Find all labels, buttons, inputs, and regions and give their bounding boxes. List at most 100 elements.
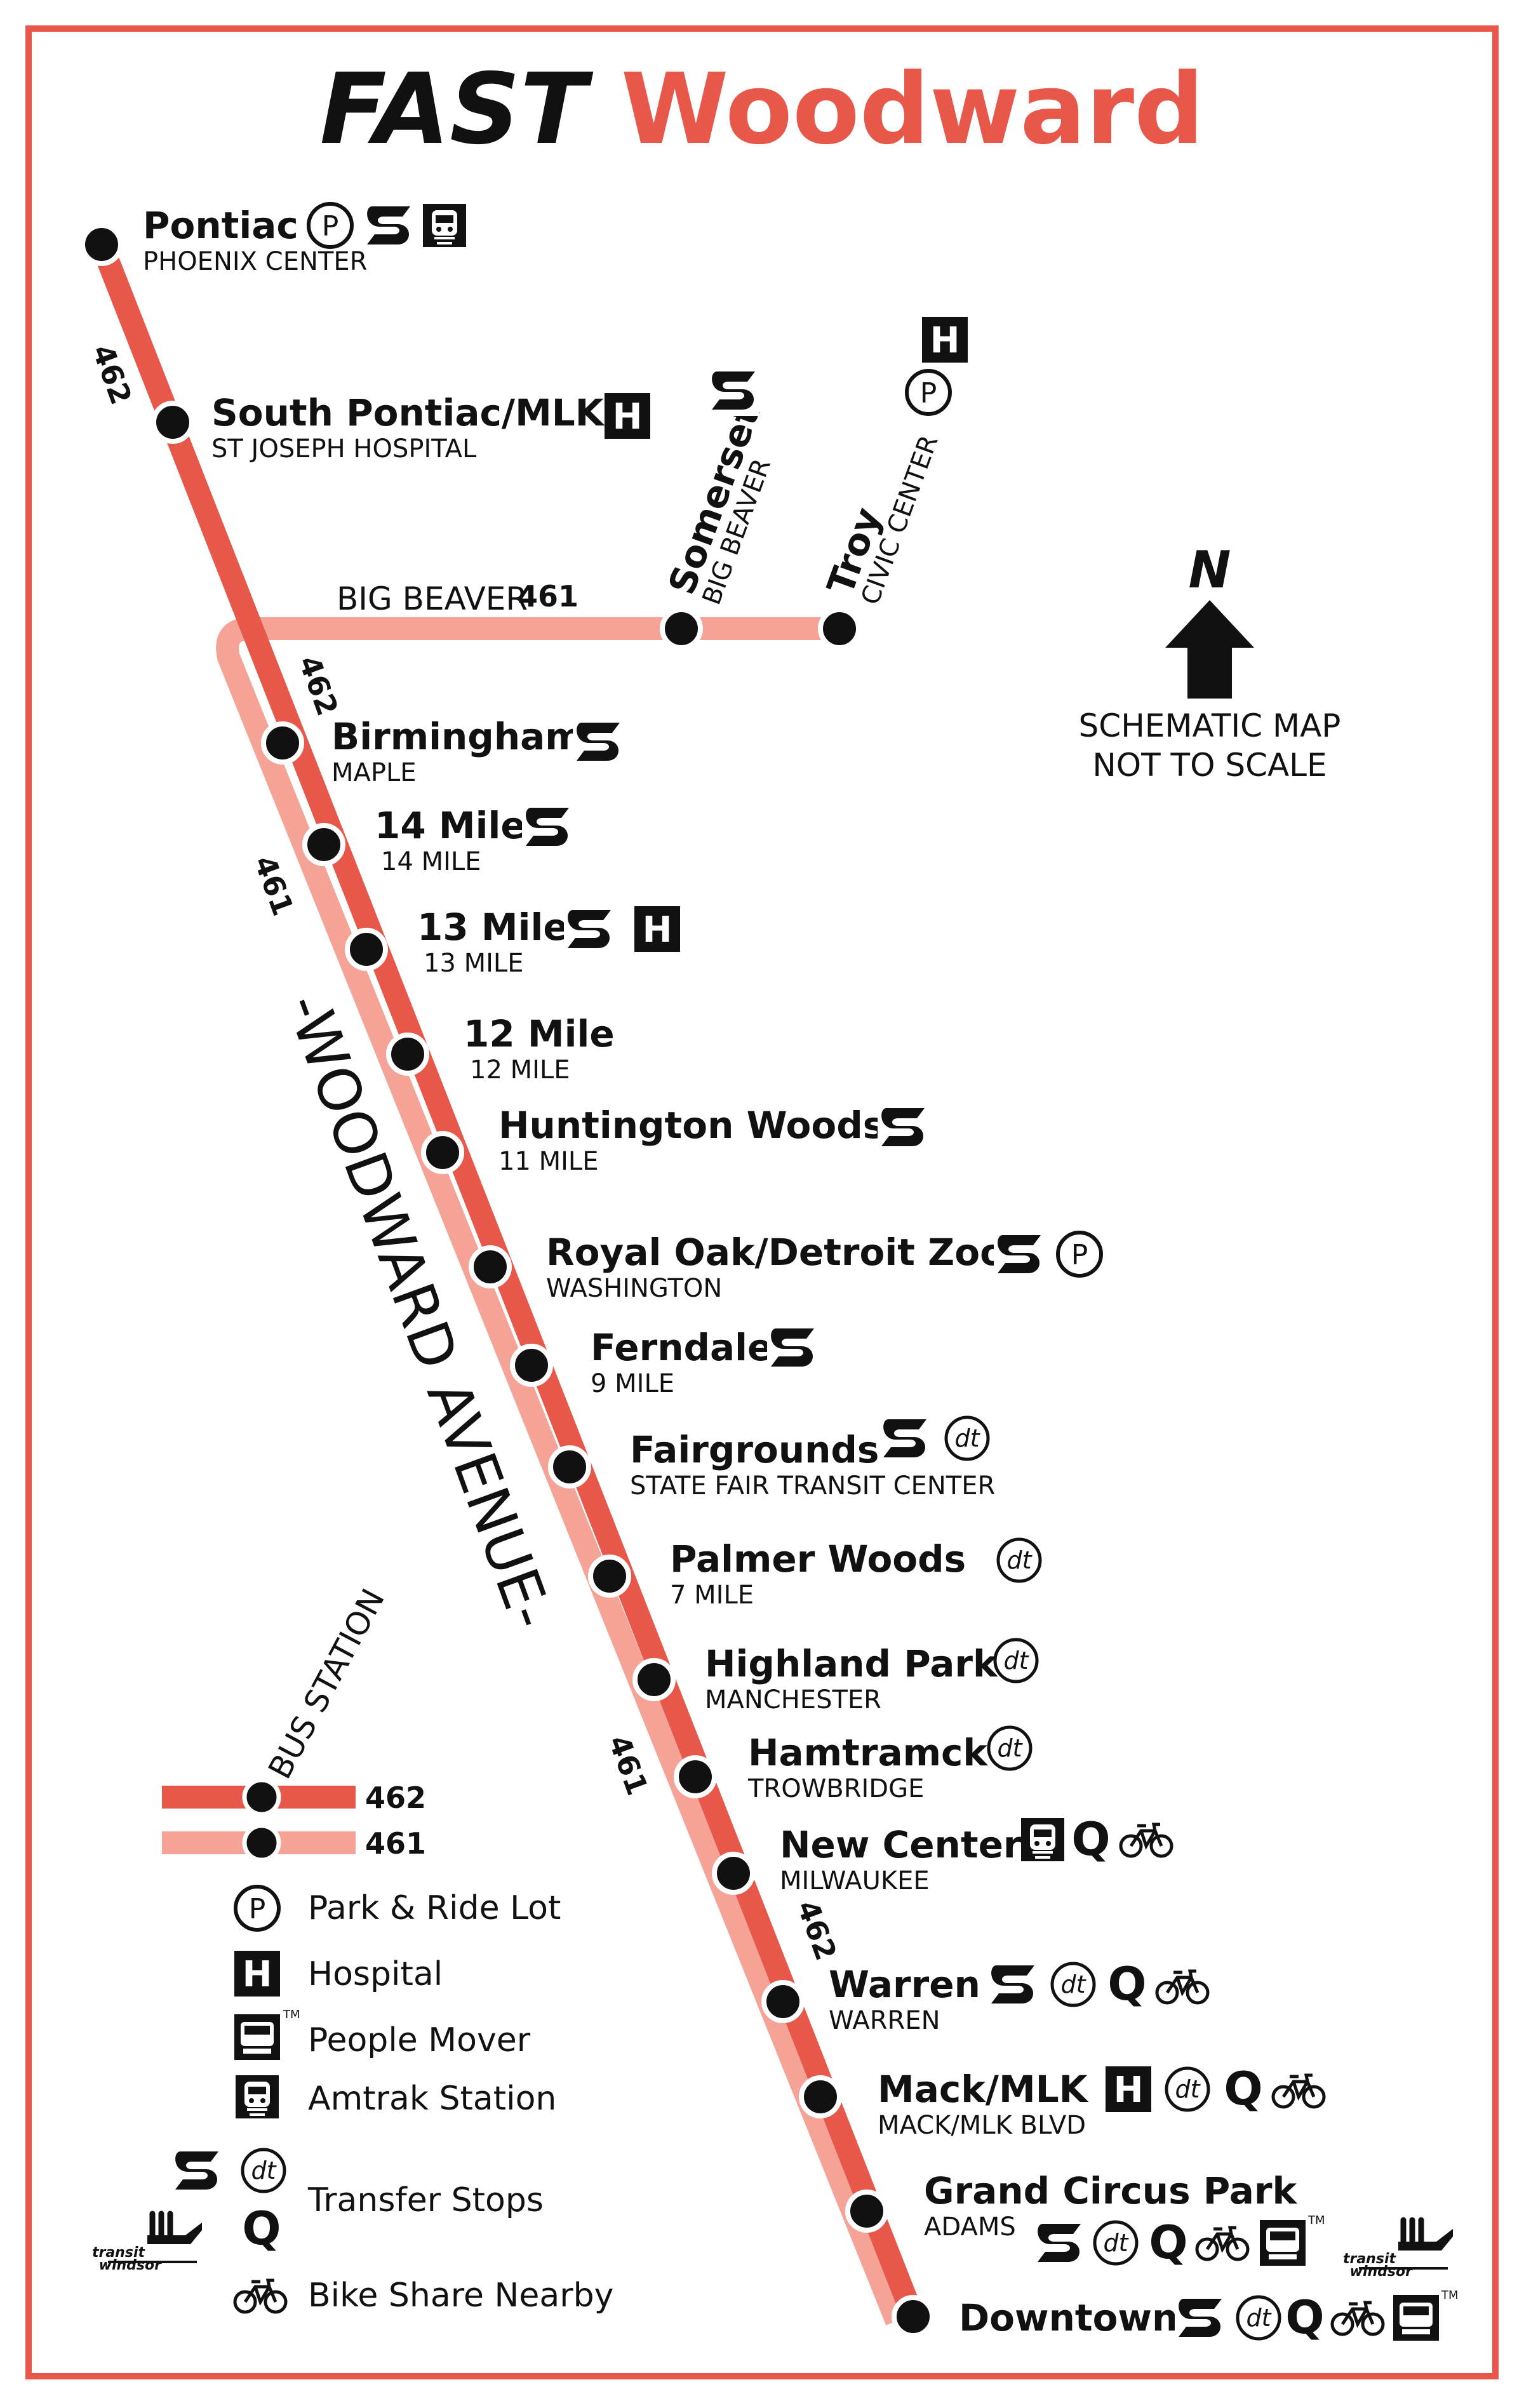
- qline-icon: [1071, 1812, 1111, 1866]
- legend-bike-share-text: Bike Share Nearby: [308, 2277, 613, 2315]
- legend-462-text: 462: [365, 1781, 426, 1815]
- station-stop: [421, 1131, 464, 1174]
- ddot-transfer-icon: [1095, 2222, 1137, 2264]
- smart-transfer-icon: [564, 904, 615, 954]
- station-stop: [818, 607, 861, 650]
- smart-transfer-icon: [878, 1102, 928, 1153]
- legend-bus-station-label: BUS STATION: [261, 1583, 392, 1785]
- station-stop: [761, 1980, 805, 2023]
- ddot-transfer-icon: [1166, 2068, 1208, 2110]
- legend-people-mover-text: People Mover: [308, 2021, 531, 2059]
- station-subname: 7 MILE: [670, 1581, 754, 1610]
- legend-462-stop: [242, 1777, 281, 1817]
- park-ride-icon: [236, 1887, 279, 1930]
- transit-windsor-icon: [92, 2214, 202, 2273]
- amtrak-icon: [234, 2074, 280, 2120]
- station-stop: [386, 1033, 429, 1076]
- ddot-transfer-icon: [1052, 1963, 1094, 2005]
- trademark-mark: TM: [1441, 2289, 1459, 2302]
- station-name: South Pontiac/MLK: [211, 391, 605, 434]
- station-subname: 13 MILE: [424, 949, 523, 978]
- people-mover-icon: [1260, 2220, 1306, 2266]
- smart-transfer-icon: [708, 365, 759, 416]
- north-letter: N: [1189, 540, 1231, 599]
- station-stop: [799, 2075, 842, 2118]
- bike-share-icon: [1157, 1971, 1208, 2003]
- smart-transfer-icon: [171, 2145, 222, 2196]
- bike-share-icon: [1273, 2075, 1324, 2107]
- route-lines: [90, 233, 925, 2328]
- station-3: TroyCIVIC CENTER: [818, 317, 968, 650]
- smart-transfer-icon: [522, 801, 573, 852]
- station-name: 12 Mile: [464, 1012, 615, 1055]
- legend-461-text: 461: [365, 1826, 426, 1861]
- ddot-transfer-icon: [1238, 2297, 1280, 2339]
- qline-icon: [1285, 2291, 1325, 2344]
- station-subname: STATE FAIR TRANSIT CENTER: [630, 1471, 995, 1501]
- smart-transfer-icon: [1175, 2292, 1226, 2343]
- qline-icon: [1149, 2216, 1188, 2269]
- station-name: TroyCIVIC CENTER: [819, 418, 944, 608]
- station-subname: 9 MILE: [591, 1369, 674, 1398]
- hospital-icon: [1106, 2066, 1151, 2112]
- station-name: Hamtramck: [748, 1731, 988, 1774]
- ddot-transfer-icon: [946, 1417, 988, 1459]
- station-stop: [674, 1755, 717, 1798]
- station-stop: [892, 2295, 935, 2338]
- smart-transfer-icon: [879, 1413, 930, 1464]
- amtrak-icon: [422, 203, 467, 248]
- ddot-transfer-icon: [989, 1727, 1031, 1769]
- station-name: Warren: [829, 1963, 980, 2006]
- station-stop: [548, 1445, 591, 1488]
- station-name: Birmingham: [331, 715, 584, 758]
- ddot-transfer-icon: [995, 1640, 1037, 1682]
- route-462-line: [90, 233, 925, 2328]
- legend-park-ride-text: Park & Ride Lot: [308, 1889, 561, 1927]
- route-462-label-top: 462: [86, 340, 139, 409]
- park-ride-icon: [907, 371, 950, 414]
- station-stop: [660, 607, 703, 650]
- north-arrow: N: [1165, 540, 1254, 699]
- station-name: Pontiac: [143, 204, 298, 247]
- route-462-label-mid: 462: [292, 651, 345, 720]
- station-stop: [302, 823, 345, 866]
- station-name: Palmer Woods: [670, 1537, 966, 1581]
- schematic-note-line2: NOT TO SCALE: [1092, 747, 1327, 784]
- smart-transfer-icon: [573, 716, 624, 767]
- legend-hospital-text: Hospital: [308, 1955, 443, 1993]
- station-stop: [588, 1555, 631, 1598]
- station-name: Downtown: [959, 2296, 1178, 2339]
- station-subname: WARREN: [829, 2006, 940, 2035]
- station-name: Ferndale: [591, 1326, 772, 1369]
- station-subname: MANCHESTER: [705, 1685, 881, 1715]
- bike-share-icon: [1121, 1824, 1172, 1856]
- park-ride-icon: [309, 204, 352, 247]
- route-461-label-branch: 461: [518, 579, 578, 613]
- smart-transfer-icon: [1034, 2217, 1085, 2268]
- qline-icon: [242, 2202, 281, 2255]
- station-stop: [151, 401, 194, 444]
- station-name: New Center: [780, 1823, 1022, 1866]
- route-461-label-low: 461: [602, 1730, 655, 1800]
- station-19: Downtown TM: [892, 2289, 1459, 2344]
- station-name: 13 Mile: [417, 906, 568, 949]
- bike-share-icon: [235, 2280, 286, 2312]
- station-name: Huntington Woods: [498, 1104, 885, 1147]
- hospital-icon: [605, 393, 650, 439]
- legend-transfer-text: Transfer Stops: [307, 2181, 544, 2219]
- smart-transfer-icon: [987, 1959, 1038, 2010]
- trademark-mark: TM: [1307, 2214, 1325, 2227]
